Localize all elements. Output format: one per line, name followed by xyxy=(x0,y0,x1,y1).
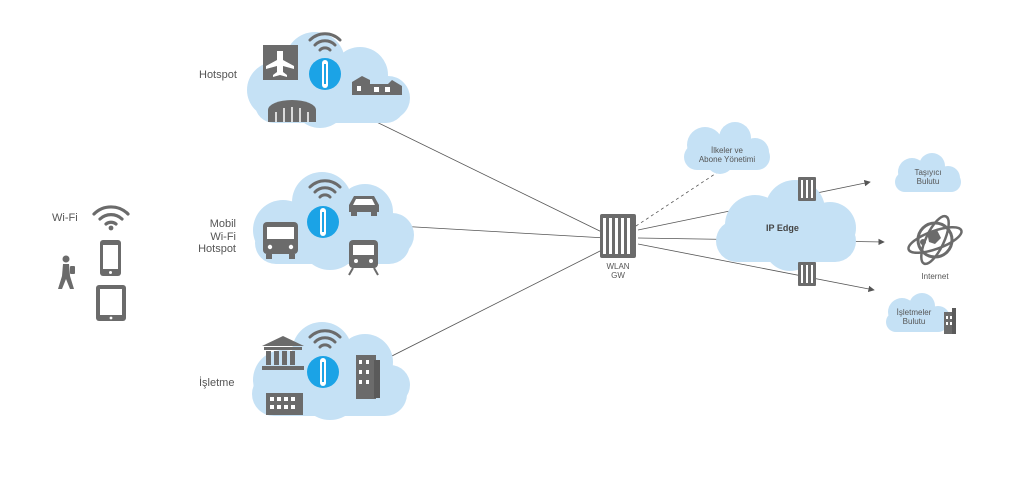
hotspot-label: Hotspot xyxy=(199,69,237,81)
factory-icon xyxy=(266,393,303,415)
link-enterprise-gateway xyxy=(379,247,607,363)
link-mobile-gateway xyxy=(397,225,607,239)
wifi-icon xyxy=(308,179,342,199)
mobile-hotspot-label-line2: Wi-Fi xyxy=(210,230,236,243)
wifi-label: Wi-Fi xyxy=(52,212,78,224)
ip-edge-label: IP Edge xyxy=(766,223,799,233)
bus-icon xyxy=(263,222,298,259)
airplane-icon xyxy=(263,45,298,80)
wifi-icon xyxy=(308,32,342,52)
smartphone-icon xyxy=(100,240,121,276)
policy-cloud-label-line1: İlkeler ve xyxy=(710,146,743,155)
internet-label: Internet xyxy=(921,272,949,281)
link-gateway-enterprise-cloud xyxy=(637,243,875,293)
ip-edge-cloud xyxy=(716,177,856,286)
walking-person-icon xyxy=(58,255,75,289)
wlan-gateway-label-line1: WLAN xyxy=(606,262,630,271)
access-point-icon xyxy=(307,356,339,388)
hangar-icon xyxy=(268,100,316,122)
wlan-gateway-label-line2: GW xyxy=(611,271,625,281)
access-point-icon xyxy=(309,58,341,90)
carrier-cloud xyxy=(895,153,961,192)
globe-icon xyxy=(907,214,963,266)
enterprise-services-cloud xyxy=(886,293,956,334)
ip-edge-router-icon xyxy=(798,262,816,286)
wifi-icon xyxy=(92,205,130,231)
train-icon xyxy=(348,240,379,276)
office-building-icon xyxy=(944,308,956,334)
enterprise-label: İşletme xyxy=(199,377,235,389)
mobile-hotspot-cloud xyxy=(253,172,414,276)
house-icon xyxy=(352,76,402,95)
carrier-cloud-label-line1: Taşıyıcı xyxy=(914,168,942,177)
wlan-gateway-icon xyxy=(600,214,636,258)
policy-cloud xyxy=(684,122,770,174)
ip-edge-router-icon xyxy=(798,177,816,201)
enterprise-cloud xyxy=(252,322,410,420)
wlan-gateway-label: WLAN GW xyxy=(598,262,638,280)
hotspot-cloud xyxy=(247,32,410,128)
bank-icon xyxy=(262,336,304,370)
access-point-icon xyxy=(307,206,339,238)
enterprise-services-cloud-label: İşletmeler Bulutu xyxy=(884,308,944,326)
office-building-icon xyxy=(356,355,380,399)
policy-cloud-label-line2: Abone Yönetimi xyxy=(698,155,756,165)
carrier-cloud-label-line2: Bulutu xyxy=(916,177,940,187)
car-icon xyxy=(349,196,379,216)
link-hotspot-gateway xyxy=(351,109,611,237)
mobile-hotspot-label-line3: Hotspot xyxy=(198,243,236,256)
policy-cloud-label: İlkeler ve Abone Yönetimi xyxy=(684,146,770,164)
enterprise-services-cloud-label-line1: İşletmeler xyxy=(896,308,932,317)
link-gateway-policy xyxy=(635,171,719,227)
tablet-icon xyxy=(96,285,126,321)
enterprise-services-cloud-label-line2: Bulutu xyxy=(902,317,926,327)
wifi-icon xyxy=(308,329,342,349)
mobile-hotspot-label-line1: Mobil xyxy=(209,218,236,230)
carrier-cloud-label: Taşıyıcı Bulutu xyxy=(895,168,961,186)
mobile-hotspot-label: Mobil Wi-Fi Hotspot xyxy=(196,218,236,256)
